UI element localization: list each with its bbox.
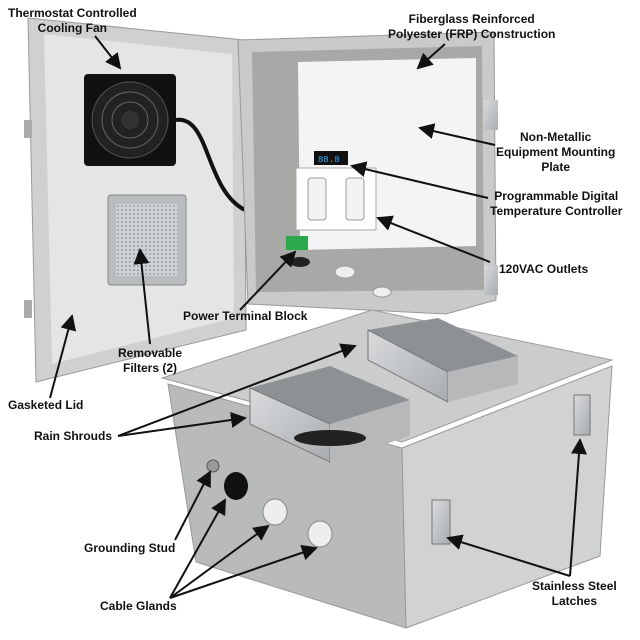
label-line: Equipment Mounting (496, 145, 616, 159)
label-line: Polyester (FRP) Construction (388, 27, 556, 41)
label-rain-shrouds: Rain Shrouds (34, 429, 113, 443)
svg-text:88.8: 88.8 (318, 155, 340, 165)
fan-cable (175, 117, 301, 220)
label-line: Programmable Digital (494, 189, 619, 203)
cooling-fan (84, 74, 176, 166)
callout-arrows (49, 35, 587, 599)
label-line: Stainless Steel (532, 579, 617, 593)
outlet-plate (295, 167, 377, 231)
label-line: Non-Metallic (519, 130, 592, 144)
label-line: Plate (541, 160, 570, 174)
label-cable-glands: Cable Glands (100, 599, 177, 613)
label-filters: Removable Filters (2) (118, 346, 182, 376)
label-frp: Fiberglass Reinforced Polyester (FRP) Co… (388, 12, 555, 42)
label-line: Latches (551, 594, 598, 608)
terminal-block (286, 236, 308, 250)
stainless-latches (431, 394, 591, 545)
label-temp-controller: Programmable Digital Temperature Control… (490, 189, 622, 219)
temperature-controller-display (314, 151, 348, 165)
label-outlets: 120VAC Outlets (499, 262, 589, 276)
label-mounting-plate: Non-Metallic Equipment Mounting Plate (496, 130, 615, 175)
label-line: Temperature Controller (490, 204, 623, 218)
label-grounding-stud: Grounding Stud (84, 541, 176, 555)
label-line: Thermostat Controlled (8, 6, 137, 20)
label-line: Filters (2) (123, 361, 178, 375)
removable-filter (107, 194, 187, 286)
grounding-stud (206, 459, 220, 473)
rain-shroud-front (249, 366, 410, 463)
rain-shroud-rear (367, 318, 518, 403)
label-latches: Stainless Steel Latches (532, 579, 617, 609)
cable-glands (224, 472, 333, 548)
label-gasketed-lid: Gasketed Lid (8, 398, 84, 412)
label-line: Cooling Fan (37, 21, 107, 35)
label-line: Fiberglass Reinforced (408, 12, 535, 26)
label-terminal-block: Power Terminal Block (183, 309, 308, 323)
label-cooling-fan: Thermostat Controlled Cooling Fan (8, 6, 137, 36)
label-line: Removable (118, 346, 183, 360)
